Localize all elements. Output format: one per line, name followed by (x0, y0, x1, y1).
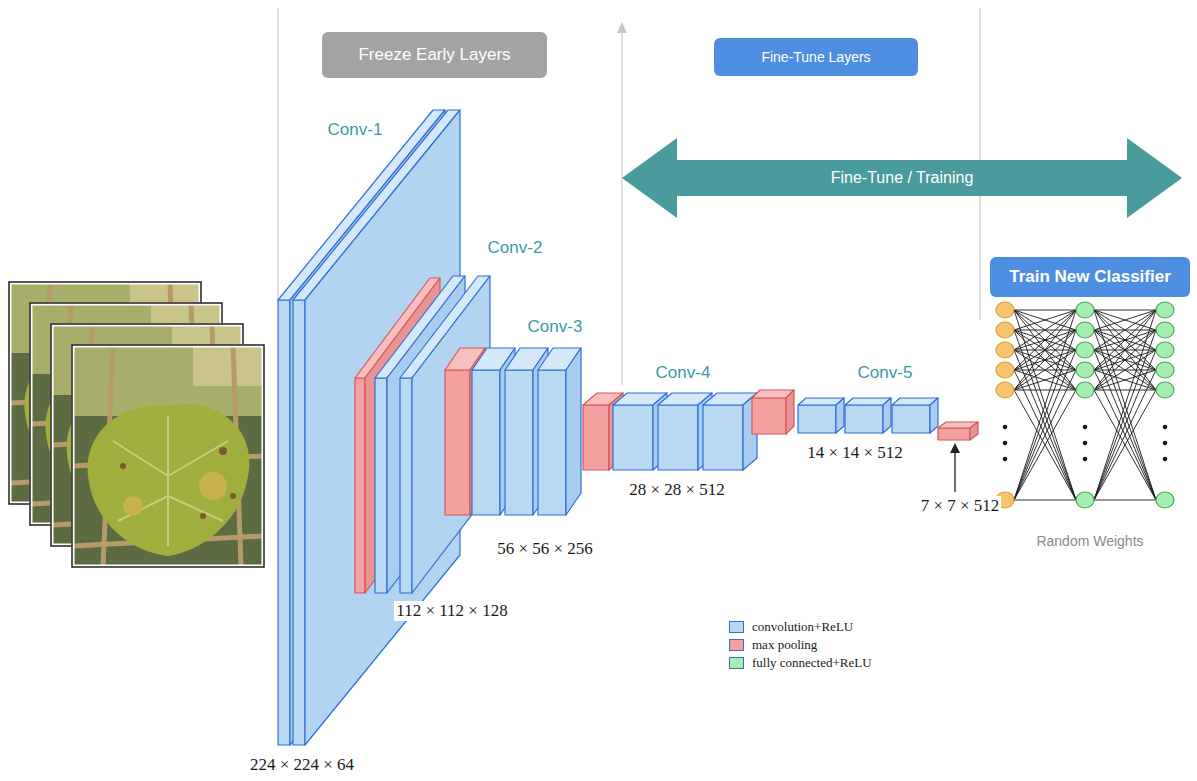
conv5-blocks (752, 390, 978, 440)
block-name: Conv-1 (328, 120, 383, 140)
finetune-stage-box: Fine-Tune Layers (714, 38, 918, 76)
network-hidden-neurons (1076, 302, 1174, 508)
network-ellipsis-dots (1003, 425, 1168, 462)
leaf-photos (9, 282, 264, 567)
conv2-blocks (355, 276, 490, 593)
block-name: Conv-5 (858, 363, 913, 383)
double-arrow-fill (622, 138, 1182, 218)
tensor-dimension: 7 × 7 × 512 (919, 496, 1002, 516)
legend-swatch (729, 621, 744, 633)
node-text-column: Fine-Tune / Training (831, 168, 974, 187)
tensor-dimension: 14 × 14 × 512 (805, 443, 905, 463)
conv4-blocks (583, 393, 757, 470)
tensor-dimension: 112 × 112 × 128 (394, 601, 509, 621)
legend-text: convolution+ReLU (752, 620, 853, 635)
network-links (1014, 310, 1156, 500)
node-text-column: Fine-Tune Layers (761, 49, 870, 66)
divider-arrowhead (617, 22, 627, 33)
frozen-stage-box: Freeze Early Layers (322, 32, 547, 78)
tensor-dimension: 224 × 224 × 64 (248, 755, 356, 775)
node-text-column: Train New Classifier (1009, 267, 1171, 287)
node-text: Fine-Tune / Training (831, 168, 974, 187)
tensor-dimension: 28 × 28 × 512 (627, 480, 727, 500)
node-text: Train New Classifier (1009, 267, 1171, 287)
node-text: Fine-Tune Layers (761, 49, 870, 66)
classifier-stage-box: Train New Classifier (990, 257, 1190, 297)
legend-text: max pooling (752, 638, 817, 653)
legend-swatch (729, 639, 744, 651)
node-text: Freeze Early Layers (358, 45, 510, 65)
block-name: Conv-4 (656, 363, 711, 383)
network-input-neurons (996, 302, 1014, 508)
legend-text: fully connected+ReLU (752, 656, 872, 671)
conv3-blocks (445, 348, 581, 515)
node-text-column: Freeze Early Layers (358, 45, 510, 65)
pointer-arrow (950, 443, 960, 492)
classifier-note: Random Weights (1036, 533, 1143, 549)
legend-swatch (729, 657, 744, 669)
block-name: Conv-2 (488, 238, 543, 258)
block-name: Conv-3 (528, 317, 583, 337)
training-span-arrow: Fine-Tune / Training (622, 138, 1182, 218)
tensor-dimension: 56 × 56 × 256 (495, 539, 595, 559)
